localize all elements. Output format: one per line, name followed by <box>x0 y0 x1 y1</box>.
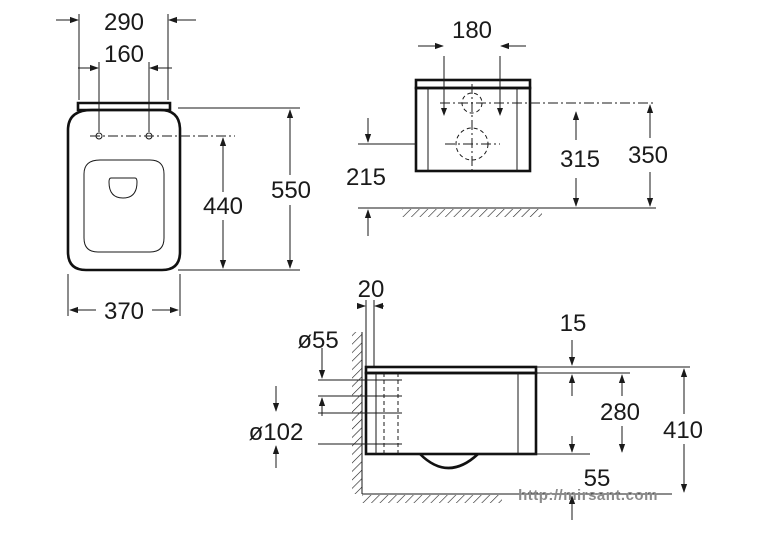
dim-top-offset: 15 <box>560 310 587 337</box>
side-floor-hatch <box>362 495 502 503</box>
dim-550: 550 <box>271 177 311 204</box>
bowl-outline <box>66 108 182 272</box>
drain-hole <box>108 177 138 199</box>
dim-350: 350 <box>628 142 668 169</box>
dim-290: 290 <box>104 9 144 36</box>
dim-180: 180 <box>452 17 492 44</box>
dim-160: 160 <box>104 41 144 68</box>
dim-370: 370 <box>104 298 144 325</box>
dim-overall-height: 410 <box>663 417 703 444</box>
watermark: http://mirsant.com <box>518 487 658 504</box>
dim-bottom-offset: 55 <box>584 465 611 492</box>
outlet-bulge <box>419 453 479 470</box>
side-view: ø55 ø102 20 15 280 410 55 http://mirsan <box>249 276 703 520</box>
dim-body-height: 280 <box>600 399 640 426</box>
dim-315: 315 <box>560 146 600 173</box>
floor-hatch <box>402 209 542 217</box>
dim-440: 440 <box>203 193 243 220</box>
top-view: 290 160 550 440 370 <box>56 9 311 325</box>
dim-inlet-diameter: ø55 <box>297 327 338 354</box>
bowl-opening <box>83 159 165 253</box>
dim-outlet-diameter: ø102 <box>249 419 304 446</box>
dim-215: 215 <box>346 164 386 191</box>
seat-hinge-bar <box>76 101 172 112</box>
rear-body <box>414 86 532 173</box>
rear-view: 180 215 315 350 <box>346 17 668 236</box>
dim-wall-gap: 20 <box>358 276 385 303</box>
